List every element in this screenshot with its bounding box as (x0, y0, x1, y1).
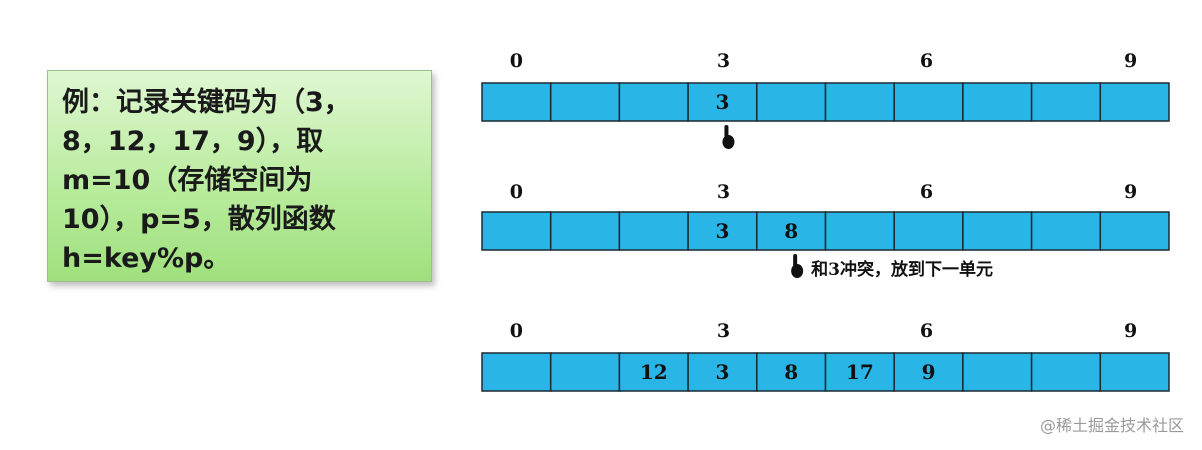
array-cell (824, 82, 895, 122)
collision-note: 和3冲突，放到下一单元 (811, 259, 993, 280)
cell-value: 3 (715, 219, 729, 243)
index-label: 0 (510, 320, 523, 342)
array-cell (962, 352, 1033, 392)
array-cell (481, 82, 552, 122)
index-label: 6 (920, 181, 933, 203)
cell-value: 9 (922, 360, 936, 384)
cell-value: 17 (846, 360, 874, 384)
example-line: 8，12，17，9），取 (62, 126, 324, 157)
index-label: 6 (920, 320, 933, 342)
example-line: 例：记录关键码为（3， (62, 87, 351, 118)
cell-value: 3 (715, 360, 729, 384)
cell-value: 8 (784, 360, 798, 384)
array-cell (481, 352, 552, 392)
array-cell (1030, 352, 1102, 392)
index-label: 0 (510, 181, 523, 203)
array-cell (1099, 352, 1170, 392)
array-cell (549, 211, 621, 251)
array-cell (618, 352, 689, 392)
cell-value: 8 (784, 219, 798, 243)
array-cell (687, 352, 758, 392)
example-box: 例：记录关键码为（3， 8，12，17，9），取 m=10（存储空间为 10），… (47, 70, 432, 282)
array-cell (481, 211, 552, 251)
array-cell (893, 352, 964, 392)
index-label: 0 (510, 50, 523, 72)
index-label: 3 (717, 320, 730, 342)
index-label: 9 (1124, 50, 1137, 72)
array-cell (824, 211, 895, 251)
array-cell (1030, 82, 1102, 122)
array-cell (893, 82, 964, 122)
index-label: 3 (717, 50, 730, 72)
array-cell (549, 352, 621, 392)
cell-value: 12 (640, 360, 668, 384)
array-cell (756, 352, 827, 392)
example-line: 10），p=5，散列函数 (62, 204, 336, 235)
watermark: @稀土掘金技术社区 (1039, 416, 1184, 435)
index-label: 6 (920, 50, 933, 72)
index-label: 9 (1124, 320, 1137, 342)
array-cell (1099, 82, 1170, 122)
array-cell (756, 211, 827, 251)
pointer-hand-icon (791, 254, 804, 278)
array-cell (893, 211, 964, 251)
example-line: m=10（存储空间为 (62, 165, 313, 196)
example-line: h=key%p。 (62, 243, 231, 274)
array-cell (618, 211, 689, 251)
index-label: 9 (1124, 181, 1137, 203)
array-cell (1030, 211, 1102, 251)
cell-value: 3 (715, 90, 729, 114)
array-cell (1099, 211, 1170, 251)
index-label: 3 (717, 181, 730, 203)
array-cell (549, 82, 621, 122)
array-cell (756, 82, 827, 122)
array-cell (962, 82, 1033, 122)
pointer-hand-icon (722, 125, 735, 149)
array-cell (962, 211, 1033, 251)
array-cell (618, 82, 689, 122)
